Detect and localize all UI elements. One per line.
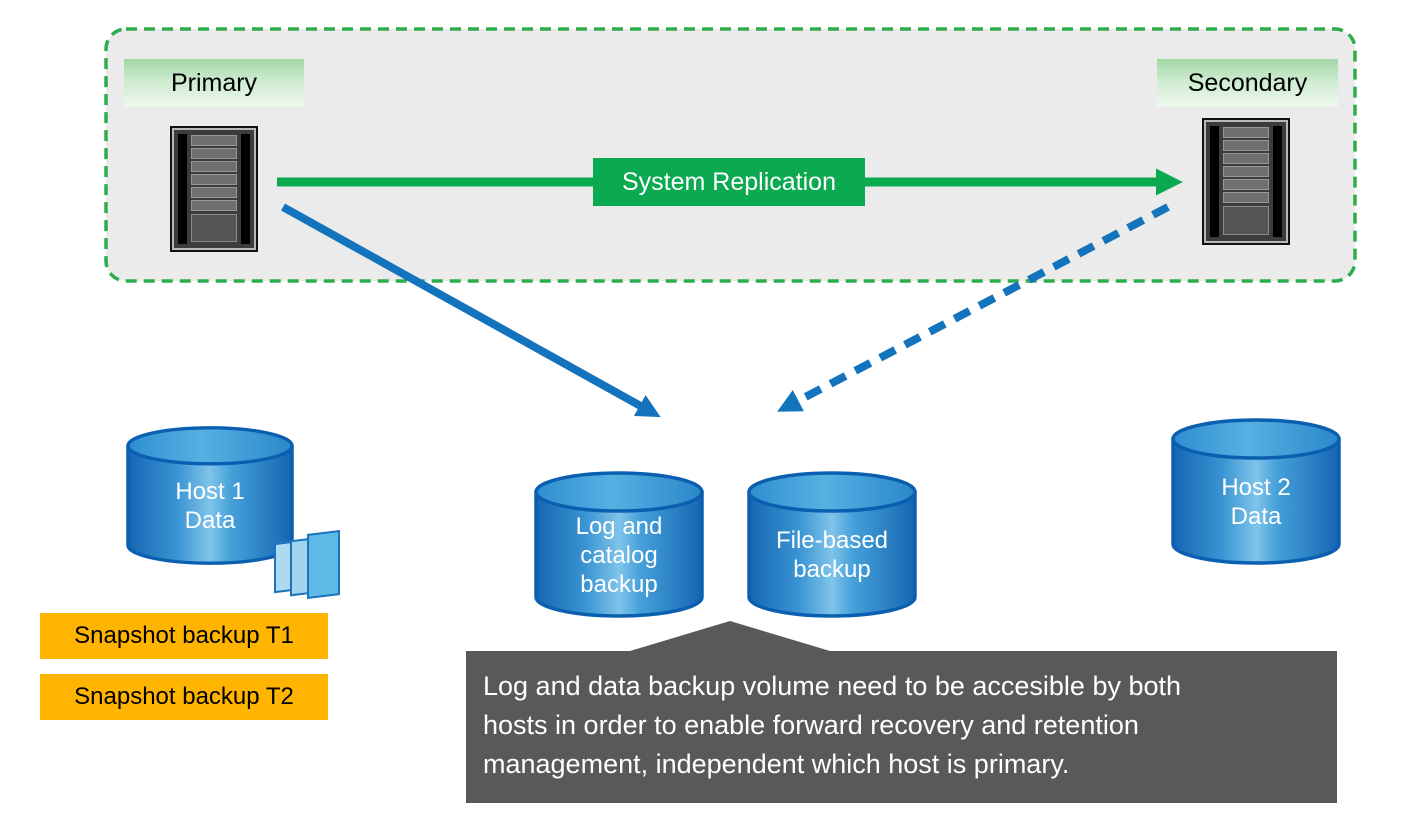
server-slat	[1223, 166, 1269, 177]
callout-line-3: management, independent which host is pr…	[483, 749, 1070, 779]
snapshot-backup-t1-label: Snapshot backup T1	[40, 613, 328, 659]
server-rail-right	[241, 134, 250, 244]
system-replication-label: System Replication	[593, 158, 865, 206]
cylinder-icon	[126, 426, 294, 565]
secondary-host-tag: Secondary	[1157, 59, 1338, 107]
server-slat	[191, 135, 237, 146]
server-rail-left	[1210, 126, 1219, 237]
host1-data-label: Host 1 Data	[175, 478, 245, 534]
server-panel	[191, 214, 237, 242]
snapshot-backup-t1-text: Snapshot backup T1	[74, 622, 294, 649]
snapshot-backup-t2-text: Snapshot backup T2	[74, 683, 294, 710]
file-based-backup-cylinder: File-based backup	[746, 470, 918, 620]
callout-line-2: hosts in order to enable forward recover…	[483, 710, 1139, 740]
server-slat	[1223, 192, 1269, 203]
server-slat	[191, 200, 237, 211]
server-rail-left	[178, 134, 187, 244]
primary-server-icon	[170, 126, 258, 252]
snapshot-page	[307, 529, 340, 600]
file-based-backup-label: File-based backup	[775, 527, 889, 583]
server-rail-right	[1273, 126, 1282, 237]
server-slat	[191, 174, 237, 185]
host1-data-cylinder: Host 1 Data	[125, 425, 295, 567]
server-slat	[191, 148, 237, 159]
primary-host-tag-label: Primary	[170, 68, 258, 97]
server-frame	[174, 130, 254, 248]
backup-volume-callout: Log and data backup volume need to be ac…	[466, 621, 1337, 803]
callout-line-1: Log and data backup volume need to be ac…	[483, 671, 1182, 701]
snapshot-pages-icon	[270, 528, 352, 604]
secondary-host-tag-label: Secondary	[1187, 68, 1308, 97]
secondary-server-icon	[1202, 118, 1290, 245]
server-panel	[1223, 206, 1269, 235]
snapshot-backup-t2-label: Snapshot backup T2	[40, 674, 328, 720]
server-bays	[191, 135, 237, 243]
server-slat	[1223, 179, 1269, 190]
callout-pointer-icon	[630, 621, 830, 651]
host2-data-cylinder: Host 2 Data	[1170, 417, 1342, 567]
secondary-backup-flow-dashed-arrow-icon	[777, 203, 1170, 412]
server-slat	[1223, 127, 1269, 138]
server-slat	[1223, 153, 1269, 164]
callout-text: Log and data backup volume need to be ac…	[466, 651, 1337, 784]
system-replication-label-text: System Replication	[622, 167, 836, 196]
server-slat	[1223, 140, 1269, 151]
server-slat	[191, 187, 237, 198]
host2-data-label: Host 2 Data	[1221, 474, 1291, 530]
log-catalog-backup-cylinder: Log and catalog backup	[533, 470, 705, 620]
cylinder-icon	[534, 471, 704, 618]
server-frame	[1206, 122, 1286, 241]
primary-backup-flow-arrow-icon	[281, 203, 661, 418]
cylinder-icon	[1171, 418, 1341, 565]
primary-host-tag: Primary	[124, 59, 304, 107]
cylinder-icon	[747, 471, 917, 618]
server-slat	[191, 161, 237, 172]
log-catalog-backup-label: Log and catalog backup	[575, 512, 663, 598]
server-bays	[1223, 127, 1269, 236]
